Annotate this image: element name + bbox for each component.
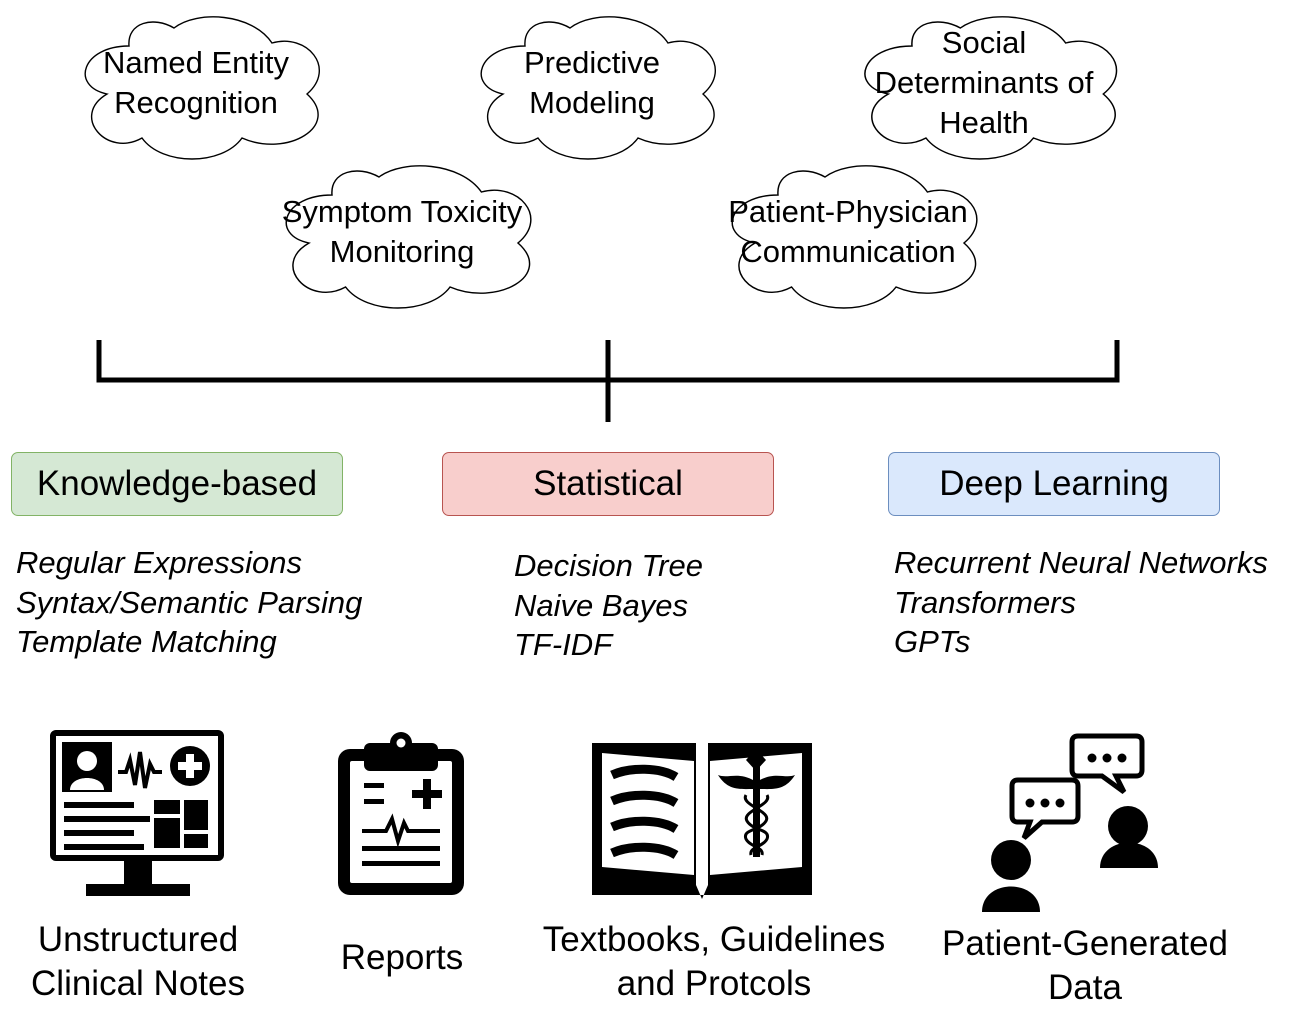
approach-box-knowledge-based: Knowledge-based <box>11 452 343 516</box>
task-line: Communication <box>740 234 956 269</box>
method-item: Template Matching <box>16 624 277 659</box>
task-cloud-symptom-toxicity-monitoring: Symptom Toxicity Monitoring <box>262 157 542 309</box>
approach-label: Knowledge-based <box>36 464 318 503</box>
cloud-shape <box>864 16 1118 160</box>
methods-deep-learning: Recurrent Neural Networks Transformers G… <box>894 543 1268 662</box>
conversation-icon <box>982 733 1158 912</box>
caption-line: Clinical Notes <box>31 964 245 1003</box>
task-line: Health <box>939 105 1029 140</box>
cloud-shape <box>285 165 532 309</box>
task-cloud-predictive-modeling: Predictive Modeling <box>458 8 726 160</box>
caption-textbooks-guidelines-protocols: Textbooks, Guidelines and Protcols <box>526 918 902 1006</box>
task-line: Monitoring <box>329 234 475 269</box>
caption-line: Textbooks, Guidelines <box>542 920 886 959</box>
approach-label: Deep Learning <box>939 464 1169 503</box>
task-line: Named Entity <box>102 45 290 80</box>
method-item: GPTs <box>894 624 971 659</box>
task-cloud-patient-physician-communication: Patient-Physician Communication <box>708 157 988 309</box>
task-line: Recognition <box>114 85 278 120</box>
task-cloud-social-determinants-of-health: Social Determinants of Health <box>840 8 1128 160</box>
caption-unstructured-clinical-notes: Unstructured Clinical Notes <box>8 918 268 1006</box>
task-line: Patient-Physician <box>728 194 968 229</box>
caption-line: and Protcols <box>616 964 812 1003</box>
caption-patient-generated-data: Patient-Generated Data <box>930 922 1240 1010</box>
caption-line: Patient-Generated <box>941 924 1228 963</box>
method-item: Decision Tree <box>514 548 703 583</box>
clinical-monitor-icon <box>50 730 224 896</box>
caption-line: Data <box>1048 968 1122 1007</box>
method-item: Regular Expressions <box>16 545 303 580</box>
caption-reports: Reports <box>322 936 482 980</box>
caption-line: Reports <box>340 938 464 977</box>
task-line: Determinants of <box>874 65 1094 100</box>
method-item: Transformers <box>894 584 1077 620</box>
method-item: TF-IDF <box>514 627 613 662</box>
cloud-shape <box>731 165 978 309</box>
approach-box-deep-learning: Deep Learning <box>888 452 1220 516</box>
cloud-shape <box>480 16 716 160</box>
method-item: Recurrent Neural Networks <box>894 545 1268 580</box>
task-line: Predictive <box>523 45 661 80</box>
method-item: Naive Bayes <box>514 587 689 623</box>
task-line: Modeling <box>529 85 655 120</box>
task-line: Social <box>941 25 1027 60</box>
task-line: Symptom Toxicity <box>281 194 523 229</box>
approach-label: Statistical <box>533 464 683 503</box>
clipboard-report-icon <box>338 732 464 895</box>
medical-book-icon <box>592 743 812 899</box>
task-cloud-named-entity-recognition: Named Entity Recognition <box>62 8 330 160</box>
methods-statistical: Decision Tree Naive Bayes TF-IDF <box>514 546 703 665</box>
methods-knowledge-based: Regular Expressions Syntax/Semantic Pars… <box>16 543 362 662</box>
bracket-connector <box>96 340 1120 422</box>
approach-box-statistical: Statistical <box>442 452 774 516</box>
caption-line: Unstructured <box>37 920 239 959</box>
method-item: Syntax/Semantic Parsing <box>16 584 363 620</box>
cloud-shape <box>84 16 320 160</box>
